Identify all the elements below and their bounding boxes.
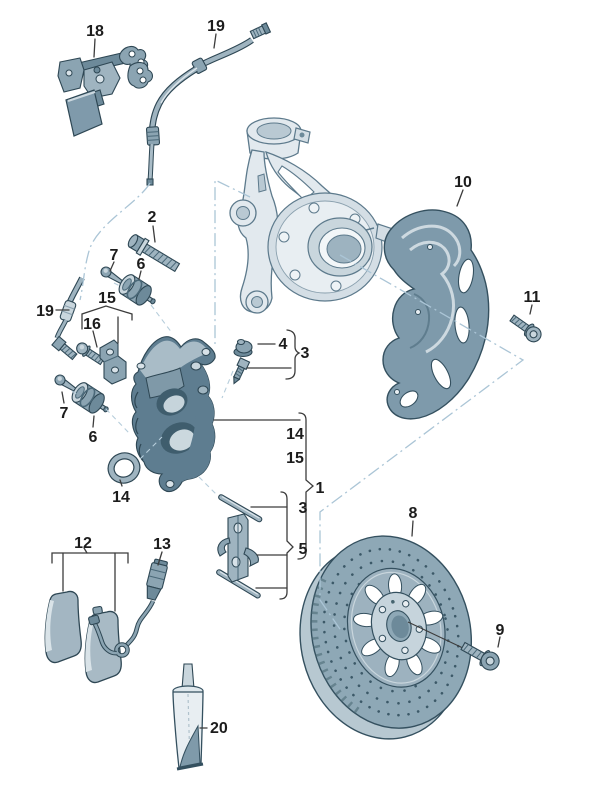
callout-leader-lines	[51, 33, 533, 729]
brake-disc	[299, 535, 473, 740]
seal-ring	[107, 452, 141, 484]
disc-retaining-screw	[460, 641, 500, 671]
callout-7-lower[interactable]: 7	[60, 405, 69, 422]
pad-retaining-pin-top	[218, 494, 263, 523]
callout-15-right[interactable]: 15	[286, 450, 304, 467]
construction-lines	[71, 178, 525, 633]
callout-6-lower[interactable]: 6	[89, 429, 98, 446]
callout-3-bleeder[interactable]: 3	[301, 345, 310, 362]
callout-14-left[interactable]: 14	[112, 489, 130, 506]
callout-18[interactable]: 18	[86, 23, 104, 40]
caliper-mount-bolt	[127, 234, 181, 273]
callout-9[interactable]: 9	[496, 622, 505, 639]
callout-15-group[interactable]: 15	[98, 290, 116, 307]
callout-4[interactable]: 4	[279, 336, 288, 353]
callout-labels: 18 19 2 7 6 15 19 16 4 3 7 6 14 14 15 1 …	[36, 18, 540, 737]
hose-retaining-bracket	[57, 45, 154, 137]
pad-spreader-spring	[217, 513, 259, 583]
bleeder-valve	[233, 357, 251, 385]
callout-13[interactable]: 13	[153, 536, 171, 553]
retaining-plate	[99, 339, 127, 385]
callout-7-upper[interactable]: 7	[110, 247, 119, 264]
bracket-screw	[76, 342, 105, 366]
steering-knuckle-illustration	[229, 117, 397, 314]
callout-3-pins[interactable]: 3	[299, 500, 308, 517]
callout-14-right[interactable]: 14	[286, 426, 304, 443]
guide-bushing-upper	[118, 274, 156, 306]
callout-12[interactable]: 12	[74, 535, 92, 552]
callout-1[interactable]: 1	[316, 480, 325, 497]
pad-retaining-pin-bottom	[216, 569, 261, 599]
callout-19-side[interactable]: 19	[36, 303, 54, 320]
grease-tube	[172, 663, 204, 771]
splash-shield-screw	[509, 314, 542, 343]
callout-5[interactable]: 5	[299, 541, 308, 558]
brake-disc-splash-shield	[382, 209, 490, 420]
brake-hose-lower-end	[51, 276, 85, 361]
guide-pin-upper	[100, 266, 125, 285]
callout-20[interactable]: 20	[210, 720, 228, 737]
brake-pad-outer	[44, 590, 82, 664]
bleeder-valve-cap	[233, 338, 253, 358]
callout-11[interactable]: 11	[524, 289, 541, 306]
guide-bushing-lower	[71, 382, 109, 414]
callout-10[interactable]: 10	[454, 174, 472, 191]
callout-6-upper[interactable]: 6	[137, 256, 146, 273]
guide-pin-lower	[54, 374, 79, 393]
pad-wear-sensor	[88, 558, 168, 658]
callout-8[interactable]: 8	[409, 505, 418, 522]
brake-hose	[145, 22, 272, 186]
callout-2[interactable]: 2	[148, 209, 157, 226]
callout-16[interactable]: 16	[83, 316, 101, 333]
callout-19-top[interactable]: 19	[207, 18, 225, 35]
brake-caliper	[130, 336, 216, 493]
